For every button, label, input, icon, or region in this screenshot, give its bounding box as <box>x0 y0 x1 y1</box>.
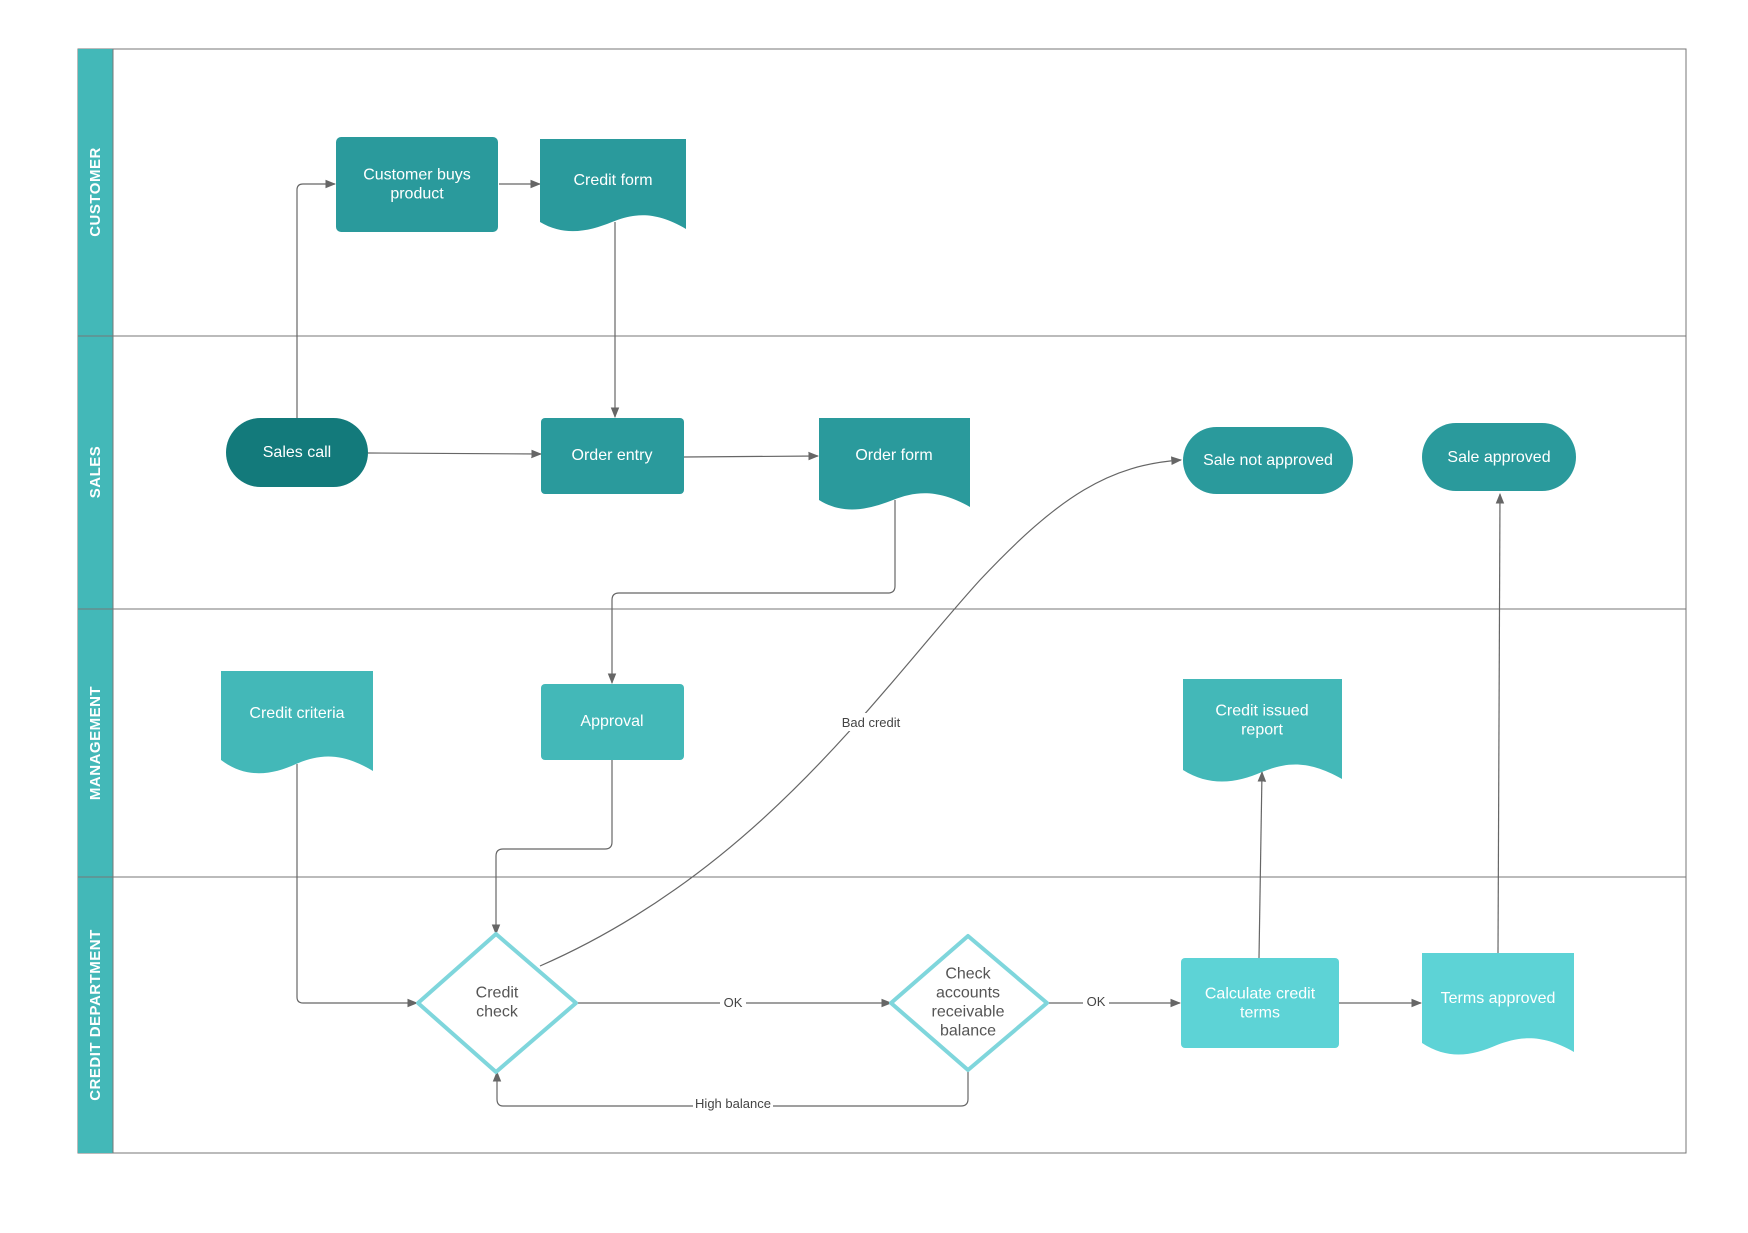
node-calculate-credit-terms[interactable] <box>1181 958 1339 1048</box>
lane-label-credit-department: CREDIT DEPARTMENT <box>87 929 104 1101</box>
node-check-accounts-label: Check accounts receivable balance <box>932 965 1005 1039</box>
node-calculate-credit-terms-label: Calculate credit terms <box>1205 985 1316 1021</box>
node-label-line: product <box>390 185 444 202</box>
node-label-line: Order form <box>855 447 932 464</box>
lane-label-sales: SALES <box>87 446 104 499</box>
edge-label-bg <box>693 1095 773 1113</box>
node-credit-check-label: Credit check <box>476 984 519 1020</box>
connector-creditcheck-to-salenotapproved <box>539 456 1183 967</box>
edge-label-bg <box>838 713 904 731</box>
node-label-line: Sale not approved <box>1203 452 1333 469</box>
connector-creditcriteria-to-creditcheck <box>296 764 419 1008</box>
node-customer-buys-product-label: Customer buys product <box>363 166 471 202</box>
node-label-line: Credit form <box>573 172 652 189</box>
lane-label-customer: CUSTOMER <box>87 147 104 237</box>
node-label-line: Sale approved <box>1447 449 1550 466</box>
edge-label-bg <box>720 993 746 1011</box>
node-label-line: Calculate credit <box>1205 985 1316 1002</box>
edge-label-bg <box>1083 993 1109 1011</box>
node-label-line: Order entry <box>572 447 653 464</box>
connector-approval-to-creditcheck <box>491 760 613 936</box>
node-approval[interactable] <box>541 684 684 760</box>
connector-calculate-to-creditissued <box>1257 770 1267 959</box>
node-label-line: receivable <box>932 1003 1005 1020</box>
edge-label-bad-credit: Bad credit <box>842 715 901 730</box>
node-credit-issued-report-document[interactable] <box>1183 679 1342 782</box>
node-label-line: Credit issued <box>1215 702 1308 719</box>
node-order-form-label: Order form <box>855 447 932 464</box>
node-label-line: Terms approved <box>1441 990 1556 1007</box>
node-label-line: balance <box>940 1022 996 1039</box>
node-credit-check-diamond[interactable] <box>416 932 578 1074</box>
node-order-entry-label: Order entry <box>572 447 653 464</box>
lane-header-management <box>78 609 113 877</box>
node-check-accounts-diamond[interactable] <box>889 934 1049 1072</box>
node-approval-label: Approval <box>580 713 643 730</box>
edge-label-high-balance: High balance <box>695 1096 771 1111</box>
node-label-line: Credit criteria <box>249 705 344 722</box>
node-sale-approved-label: Sale approved <box>1447 449 1550 466</box>
node-sales-call[interactable] <box>226 418 368 487</box>
node-order-form-document[interactable] <box>819 418 970 510</box>
node-sale-not-approved-label: Sale not approved <box>1203 452 1333 469</box>
node-credit-criteria-label: Credit criteria <box>249 705 344 722</box>
node-sale-not-approved[interactable] <box>1183 427 1353 494</box>
node-credit-form-label: Credit form <box>573 172 652 189</box>
node-sale-approved[interactable] <box>1422 423 1576 491</box>
node-terms-approved-label: Terms approved <box>1441 990 1556 1007</box>
node-label-line: Customer buys <box>363 166 471 183</box>
node-label-line: Approval <box>580 713 643 730</box>
node-label-line: Sales call <box>263 444 331 461</box>
node-credit-issued-report-label: Credit issued report <box>1215 702 1308 738</box>
node-order-entry[interactable] <box>541 418 684 494</box>
node-credit-form-document[interactable] <box>540 139 686 232</box>
lane-label-management: MANAGEMENT <box>87 686 104 800</box>
node-label-line: terms <box>1240 1004 1280 1021</box>
node-label-line: Credit <box>476 984 519 1001</box>
connector-salescall-to-customerbuys <box>296 179 337 418</box>
edge-label-ok-2: OK <box>1087 994 1106 1009</box>
node-sales-call-label: Sales call <box>263 444 331 461</box>
lane-header-sales <box>78 336 113 609</box>
connector-salescall-to-orderentry <box>367 449 543 459</box>
node-label-line: report <box>1241 721 1283 738</box>
node-credit-criteria-document[interactable] <box>221 671 373 774</box>
connector-orderentry-to-orderform <box>683 451 820 461</box>
edge-label-ok-1: OK <box>724 995 743 1010</box>
node-label-line: Check <box>945 965 991 982</box>
node-label-line: accounts <box>936 984 1000 1001</box>
node-label-line: check <box>476 1003 519 1020</box>
connector-orderform-to-approval <box>607 500 896 685</box>
lane-header-credit <box>78 877 113 1153</box>
node-terms-approved-document[interactable] <box>1422 953 1574 1055</box>
connector-termsapproved-to-saleapproved <box>1495 492 1505 954</box>
lane-header-customer <box>78 49 113 336</box>
node-customer-buys-product[interactable] <box>336 137 498 232</box>
